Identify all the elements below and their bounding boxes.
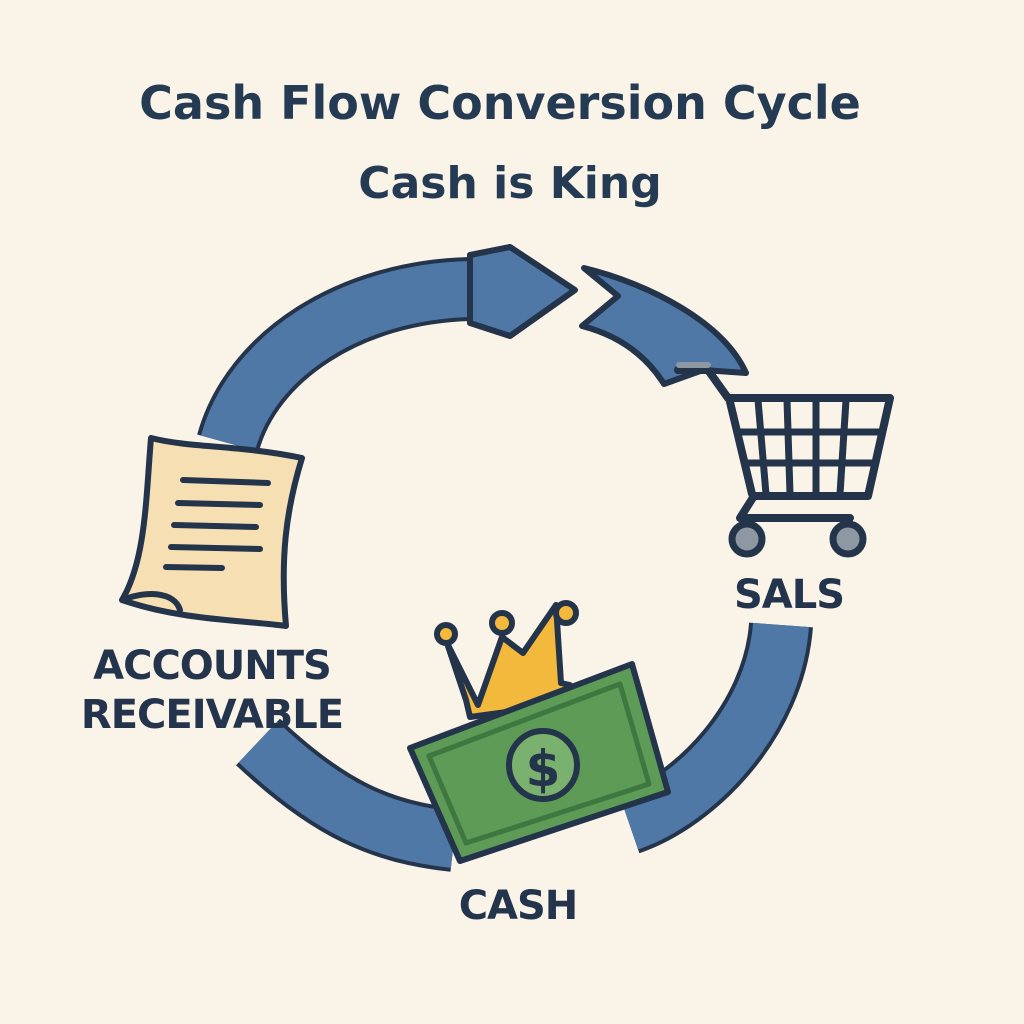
accounts-receivable-label: ACCOUNTS RECEIVABLE (52, 642, 372, 740)
shopping-cart-icon (674, 362, 894, 558)
accounts-receivable-line-2: RECEIVABLE (80, 692, 344, 739)
sales-label: SALS (734, 572, 845, 618)
page-subtitle: Cash is King (358, 158, 662, 209)
accounts-receivable-line-1: ACCOUNTS (93, 643, 332, 689)
crown-icon (434, 600, 579, 720)
dollar-sign: $ (526, 740, 561, 798)
circular-arrow-icon (197, 244, 813, 872)
cash-label: CASH (458, 883, 579, 929)
page-title: Cash Flow Conversion Cycle (139, 76, 861, 130)
dollar-bill-icon: $ (407, 661, 671, 864)
invoice-document-icon (119, 435, 305, 629)
